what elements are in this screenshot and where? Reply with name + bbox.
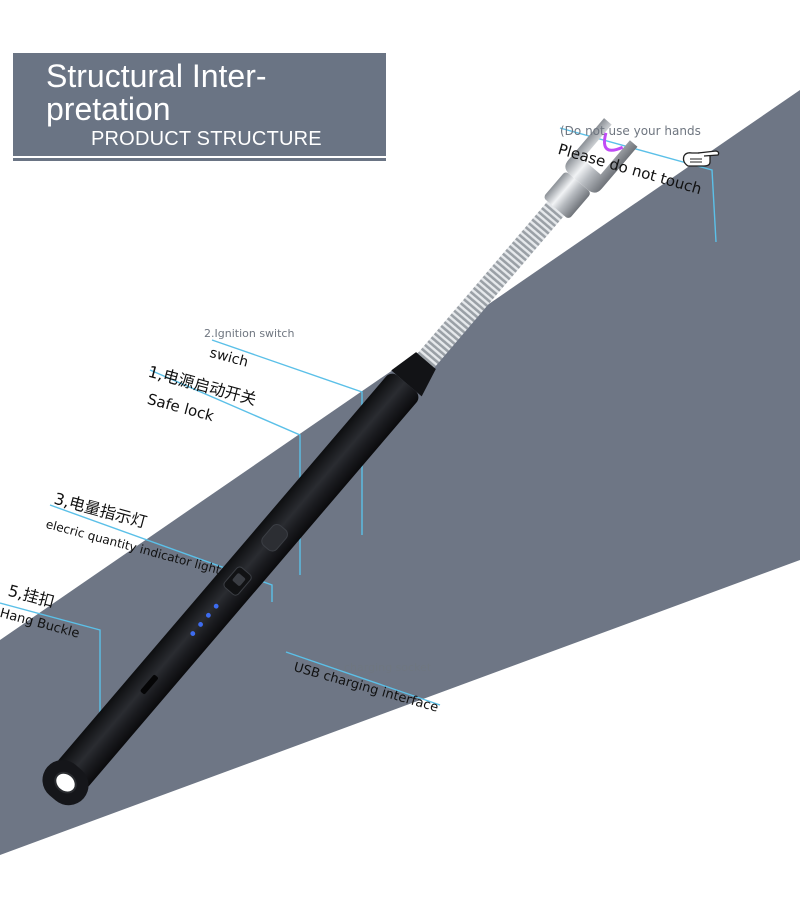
page-title-line1: Structural Inter-	[46, 58, 267, 94]
page-subtitle: PRODUCT STRUCTURE	[91, 128, 322, 150]
usb-port	[140, 675, 158, 695]
indicator-leds	[190, 603, 219, 636]
header-banner	[13, 53, 386, 156]
buckle-hole	[54, 771, 77, 794]
callout-ignition	[211, 339, 363, 535]
indicator-led	[213, 603, 219, 609]
lighter	[42, 118, 638, 806]
electrode-head	[565, 118, 638, 193]
callout-lines	[0, 127, 717, 760]
callout-indicator	[49, 504, 273, 602]
header-underline	[13, 158, 386, 161]
indicator-led	[205, 612, 211, 618]
neck	[391, 352, 436, 397]
label-do-not-use-hands: (Do not use your hands	[560, 124, 701, 138]
callout-usb	[285, 651, 441, 706]
indicator-led	[190, 631, 196, 636]
background-band	[0, 90, 800, 855]
flex-coil	[417, 201, 565, 368]
plasma-arc	[603, 132, 624, 152]
indicator-led	[198, 622, 203, 627]
hand-pointer-icon	[682, 150, 720, 167]
label-ignition-switch: 2.Ignition switch	[204, 327, 295, 340]
ignition-button	[261, 523, 288, 552]
page-title-line2: pretation	[46, 91, 171, 127]
metal-collar	[544, 172, 590, 218]
label-charging-socket: charging socket	[344, 661, 432, 674]
callout-touch	[559, 127, 717, 243]
